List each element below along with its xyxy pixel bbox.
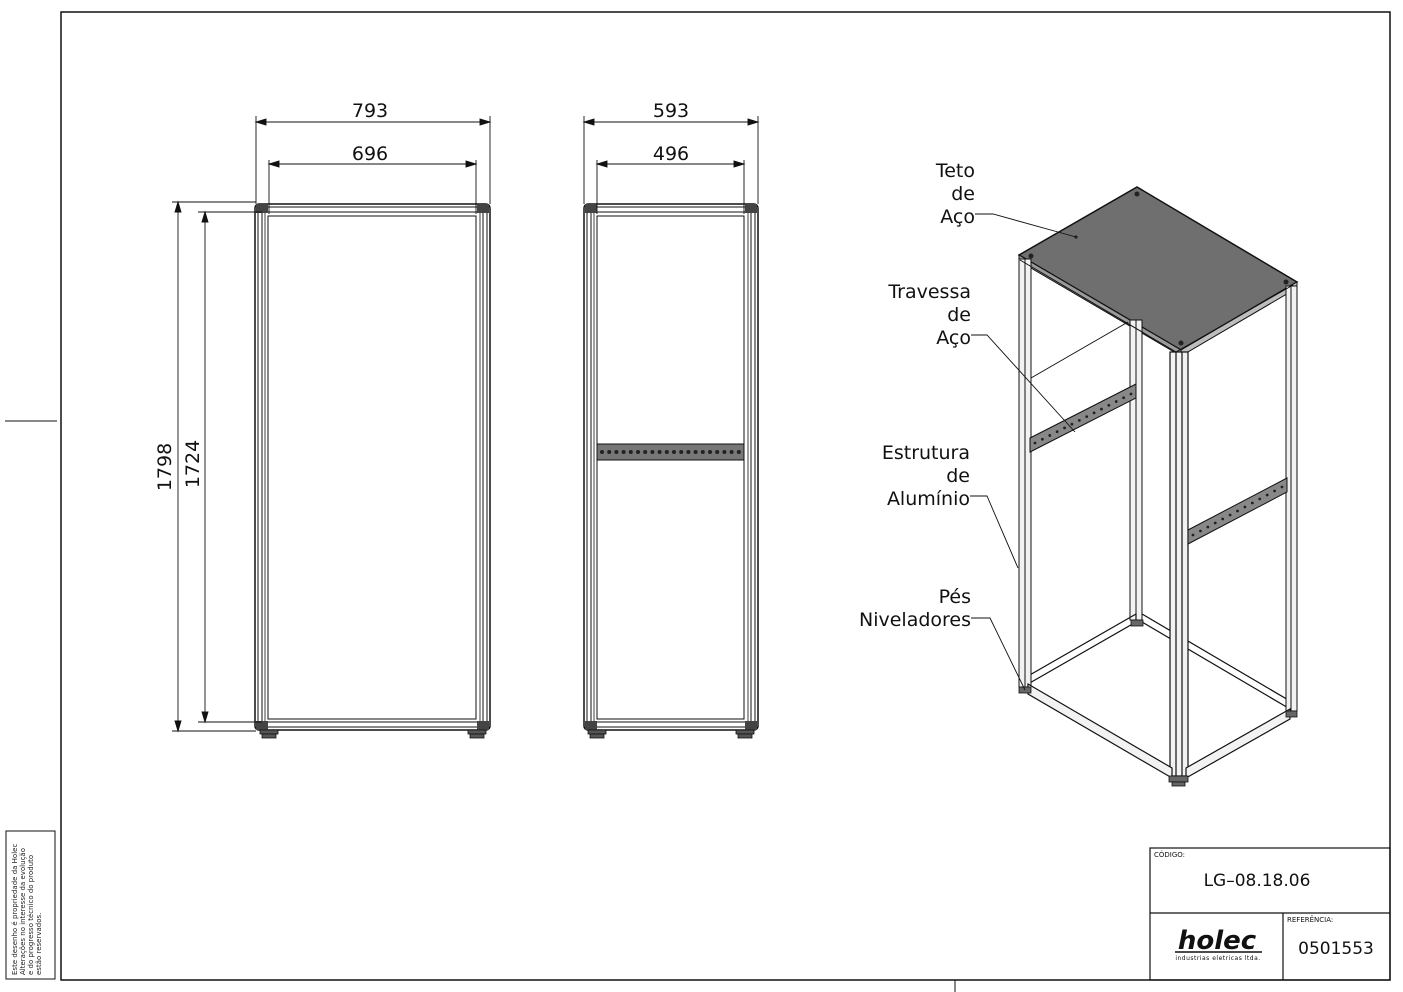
disclaimer-line-4: estão reservados. bbox=[35, 913, 43, 975]
holec-logo: holec bbox=[1178, 926, 1257, 956]
perforation-hole bbox=[1122, 396, 1126, 400]
code-label: CÓDIGO: bbox=[1154, 850, 1185, 859]
perforation-hole bbox=[600, 450, 604, 454]
dim-width-outer: 793 bbox=[352, 100, 388, 122]
steel-roof bbox=[1017, 186, 1299, 351]
front-view: 1798 1724 793 696 bbox=[154, 100, 492, 739]
perforation-hole bbox=[1228, 513, 1232, 517]
perforation-hole bbox=[686, 450, 691, 454]
perforation-hole bbox=[1206, 525, 1210, 529]
callout-estrutura-1: Estrutura bbox=[882, 442, 970, 464]
callout-pes-1: Pés bbox=[939, 586, 971, 608]
perforation-hole bbox=[664, 450, 669, 454]
front-feet bbox=[259, 729, 487, 739]
perforation-hole bbox=[628, 450, 633, 454]
perforation-hole bbox=[736, 450, 741, 454]
disclaimer-box: Este desenho é propriedade da Holec Alte… bbox=[5, 830, 56, 980]
callout-estrutura-3: Alumínio bbox=[887, 488, 970, 510]
callout-teto-1: Teto bbox=[935, 160, 975, 182]
perforation-hole bbox=[1273, 489, 1276, 493]
perforation-hole bbox=[1092, 411, 1096, 415]
dim-depth-outer: 593 bbox=[653, 100, 689, 122]
title-block: CÓDIGO: LG–08.18.06 REFERÊNCIA: 0501553 … bbox=[1149, 847, 1391, 981]
perforation-hole bbox=[1199, 529, 1202, 533]
perforation-hole bbox=[607, 450, 612, 454]
perforation-hole bbox=[1221, 517, 1225, 521]
callout-travessa-2: de bbox=[947, 304, 971, 326]
perforation-hole bbox=[636, 450, 640, 454]
callout-travessa-1: Travessa bbox=[887, 281, 971, 303]
disclaimer-line-1: Este desenho é propriedade da Holec bbox=[11, 844, 19, 975]
reference-label: REFERÊNCIA: bbox=[1287, 915, 1333, 924]
side-crossbar bbox=[596, 443, 745, 461]
perforation-hole bbox=[1129, 392, 1133, 396]
perforation-hole bbox=[1100, 407, 1103, 411]
perforation-hole bbox=[700, 450, 705, 454]
isometric-view: Teto de Aço Travessa de Aço Estrutura de… bbox=[859, 160, 1299, 787]
side-view: 593 496 bbox=[582, 100, 760, 739]
callout-teto-3: Aço bbox=[940, 206, 975, 228]
callout-teto: Teto de Aço bbox=[935, 160, 975, 228]
perforation-hole bbox=[708, 450, 712, 454]
callout-estrutura: Estrutura de Alumínio bbox=[882, 442, 970, 510]
dim-height-inner: 1724 bbox=[182, 440, 204, 488]
perforation-hole bbox=[679, 450, 684, 454]
perforation-hole bbox=[1265, 493, 1269, 497]
side-feet bbox=[587, 729, 755, 739]
perforation-hole bbox=[1114, 400, 1118, 403]
perforation-hole bbox=[1243, 505, 1247, 509]
perforation-hole bbox=[1213, 521, 1217, 525]
perforation-hole bbox=[1280, 485, 1284, 489]
perforation-hole bbox=[729, 450, 734, 454]
perforation-hole bbox=[1236, 509, 1239, 513]
perforation-hole bbox=[1107, 403, 1111, 407]
perforation-hole bbox=[657, 450, 662, 454]
sheet-border bbox=[5, 11, 1391, 992]
perforation-hole bbox=[643, 450, 648, 454]
perforation-hole bbox=[1063, 426, 1066, 430]
callout-travessa: Travessa de Aço bbox=[887, 281, 971, 349]
perforation-hole bbox=[650, 450, 655, 454]
perforation-hole bbox=[715, 450, 720, 454]
perforation-hole bbox=[672, 450, 676, 454]
perforation-hole bbox=[1077, 418, 1081, 422]
perforation-hole bbox=[1191, 533, 1195, 537]
callout-leaders bbox=[970, 213, 1077, 691]
iso-crossbars bbox=[1029, 383, 1288, 545]
perforation-hole bbox=[693, 450, 698, 454]
perforation-hole bbox=[1258, 497, 1262, 501]
callout-teto-2: de bbox=[951, 183, 975, 205]
drawing-code: LG–08.18.06 bbox=[1204, 871, 1311, 891]
perforation-hole bbox=[1250, 501, 1254, 505]
callout-travessa-3: Aço bbox=[936, 327, 971, 349]
perforation-hole bbox=[1033, 441, 1037, 445]
callout-pes: Pés Niveladores bbox=[859, 586, 971, 631]
disclaimer-line-3: e do progresso técnico do produto bbox=[27, 855, 35, 975]
perforation-hole bbox=[1055, 430, 1059, 434]
dim-depth-inner: 496 bbox=[653, 143, 689, 165]
callout-estrutura-2: de bbox=[946, 465, 970, 487]
dim-width-inner: 696 bbox=[352, 143, 388, 165]
perforation-hole bbox=[722, 450, 727, 454]
perforation-hole bbox=[1070, 422, 1074, 426]
callout-pes-2: Niveladores bbox=[859, 609, 971, 631]
logo-subtitle: industrias eletricas ltda. bbox=[1175, 955, 1260, 962]
disclaimer-line-2: Alterações no interesse da evolução bbox=[19, 848, 27, 975]
perforation-hole bbox=[1048, 434, 1052, 437]
perforation-hole bbox=[614, 450, 619, 454]
perforation-hole bbox=[621, 450, 626, 454]
dim-height-outer: 1798 bbox=[154, 443, 176, 491]
reference-number: 0501553 bbox=[1298, 939, 1374, 959]
perforation-hole bbox=[1085, 415, 1089, 419]
perforation-hole bbox=[1040, 437, 1044, 441]
